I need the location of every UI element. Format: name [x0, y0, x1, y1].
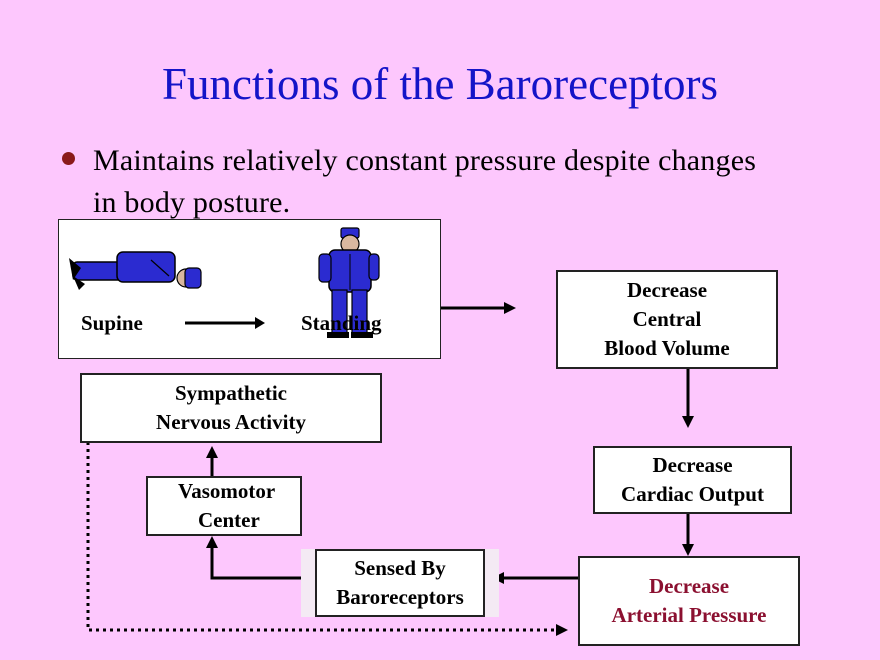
supine-label: Supine [81, 311, 143, 335]
sensed-by-baroreceptors-box: Sensed By Baroreceptors [315, 549, 485, 617]
feedback-dotted-line [86, 442, 556, 632]
supine-figure-icon [69, 251, 202, 290]
sympathetic-line-2: Nervous Activity [156, 410, 306, 434]
co-line-1: Decrease [652, 453, 733, 477]
posture-panel: Supine Standing [58, 219, 441, 359]
ap-line-1: Decrease [648, 574, 730, 598]
standing-label: Standing [301, 311, 382, 335]
sensed-line-1: Sensed By [354, 556, 446, 580]
slide-title: Functions of the Baroreceptors [161, 59, 719, 109]
decrease-arterial-pressure-box: Decrease Arterial Pressure [578, 556, 800, 646]
standing-figure-icon [318, 227, 380, 338]
cbv-line-1: Decrease [626, 278, 708, 302]
sympathetic-line-1: Sympathetic [175, 381, 287, 405]
decrease-cardiac-output-box: Decrease Cardiac Output [593, 446, 792, 514]
sympathetic-nervous-activity-box: Sympathetic Nervous Activity [80, 373, 382, 443]
ap-line-2: Arterial Pressure [611, 603, 767, 627]
cbv-line-3: Blood Volume [604, 336, 730, 360]
decrease-central-blood-volume-box: Decrease Central Blood Volume [556, 270, 778, 369]
vasomotor-line-1: Vasomotor [178, 479, 276, 503]
arrow-sensed-to-vasomotor [210, 546, 316, 580]
co-line-2: Cardiac Output [621, 482, 764, 506]
posture-illustration [69, 227, 380, 338]
vasomotor-line-2: Center [198, 508, 260, 532]
bullet-text: Maintains relatively constant pressure d… [93, 144, 757, 219]
cbv-line-2: Central [632, 307, 702, 331]
bullet-dot [62, 152, 75, 165]
sensed-line-2: Baroreceptors [336, 585, 464, 609]
vasomotor-center-box: Vasomotor Center [146, 476, 302, 536]
